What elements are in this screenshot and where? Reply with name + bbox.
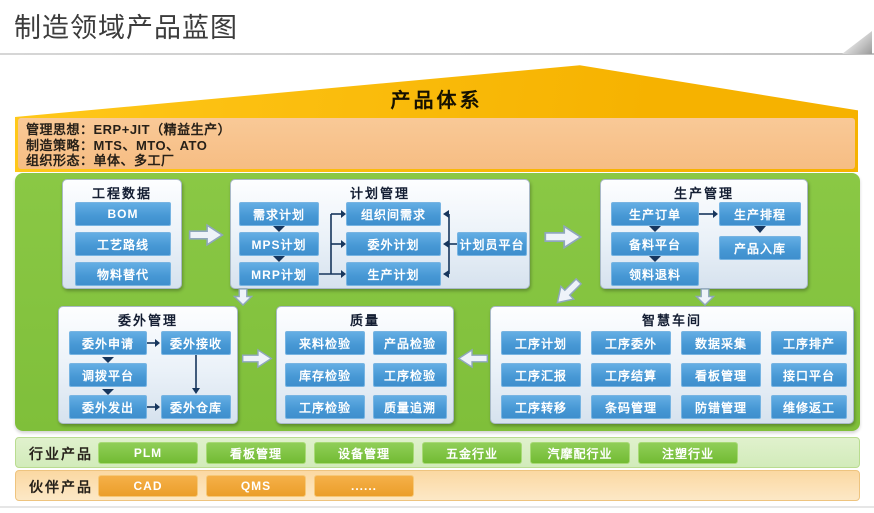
module-chip: BOM [75, 202, 171, 226]
module-chip: 生产计划 [346, 262, 441, 286]
module-chip: 委外接收 [161, 331, 231, 355]
module-chip: 数据采集 [681, 331, 761, 355]
module-chip: 工序检验 [285, 395, 365, 419]
module-chip: 委外申请 [69, 331, 147, 355]
arrow-down-icon [232, 287, 254, 306]
industry-products-items: PLM 看板管理 设备管理 五金行业 汽摩配行业 注塑行业 [98, 442, 738, 464]
module-chip: 质量追溯 [373, 395, 447, 419]
module-chip: 工序检验 [373, 363, 447, 387]
module-chip: 看板管理 [681, 363, 761, 387]
module-chip: 计划员平台 [457, 232, 527, 256]
module-chip: 物料替代 [75, 262, 171, 286]
partner-products-band: 伙伴产品 CAD QMS ...... [15, 470, 860, 501]
module-chip: 工序结算 [591, 363, 671, 387]
module-chip: 条码管理 [591, 395, 671, 419]
partner-products-label: 伙伴产品 [29, 478, 93, 495]
industry-pill: 设备管理 [314, 442, 414, 464]
module-chip: 领料退料 [611, 262, 699, 286]
module-chip: 维修返工 [771, 395, 847, 419]
industry-pill: 看板管理 [206, 442, 306, 464]
module-title: 质量 [349, 313, 380, 328]
partner-pill: ...... [314, 475, 414, 497]
page-curl-ornament [842, 31, 872, 54]
module-chip: 库存检验 [285, 363, 365, 387]
industry-pill: 五金行业 [422, 442, 522, 464]
industry-pill: 汽摩配行业 [530, 442, 630, 464]
module-chip: 委外计划 [346, 232, 441, 256]
module-chip: 需求计划 [239, 202, 319, 226]
strategy-line-organization: 组织形态：单体、多工厂 [26, 153, 175, 168]
partner-pill: CAD [98, 475, 198, 497]
arrow-down-left-icon [547, 271, 588, 312]
partner-products-items: CAD QMS ...... [98, 475, 414, 497]
module-production: 生产管理 生产订单 备料平台 领料退料 生产排程 产品入库 [600, 179, 808, 289]
module-chip: 生产订单 [611, 202, 699, 226]
module-chip: 接口平台 [771, 363, 847, 387]
module-chip: 产品检验 [373, 331, 447, 355]
slide-bottom-edge [0, 506, 874, 508]
module-chip: 备料平台 [611, 232, 699, 256]
module-chip: 委外发出 [69, 395, 147, 419]
arrow-right-icon [538, 224, 588, 250]
arrow-right-icon [186, 223, 226, 247]
arrow-right-icon [240, 348, 274, 369]
module-chip: 调拨平台 [69, 363, 147, 387]
module-outsourcing: 委外管理 委外申请 调拨平台 委外发出 委外接收 委外仓库 [58, 306, 238, 424]
module-chip: 工艺路线 [75, 232, 171, 256]
industry-pill: PLM [98, 442, 198, 464]
module-chip: MPS计划 [239, 232, 319, 256]
partner-pill: QMS [206, 475, 306, 497]
module-title: 计划管理 [349, 186, 410, 201]
module-chip: 工序计划 [501, 331, 581, 355]
industry-products-label: 行业产品 [29, 445, 93, 462]
strategy-line-manufacturing: 制造策略：MTS、MTO、ATO [26, 137, 208, 153]
module-title: 生产管理 [673, 186, 734, 201]
arrow-down-icon [694, 287, 716, 306]
page-title: 制造领域产品蓝图 [14, 13, 238, 43]
module-chip: MRP计划 [239, 262, 319, 286]
module-chip: 工序委外 [591, 331, 671, 355]
module-title: 智慧车间 [641, 313, 702, 328]
module-title: 委外管理 [117, 313, 178, 328]
title-divider [0, 53, 874, 55]
module-chip: 产品入库 [719, 236, 801, 260]
industry-pill: 注塑行业 [638, 442, 738, 464]
module-chip: 来料检验 [285, 331, 365, 355]
module-engineering-data: 工程数据 BOM 工艺路线 物料替代 [62, 179, 182, 289]
industry-products-band: 行业产品 PLM 看板管理 设备管理 五金行业 汽摩配行业 注塑行业 [15, 437, 860, 468]
module-chip: 工序汇报 [501, 363, 581, 387]
arrow-left-icon [456, 348, 490, 369]
module-quality: 质量 来料检验 库存检验 工序检验 产品检验 工序检验 质量追溯 [276, 306, 454, 424]
module-chip: 工序排产 [771, 331, 847, 355]
module-chip: 防错管理 [681, 395, 761, 419]
module-chip: 生产排程 [719, 202, 801, 226]
module-chip: 工序转移 [501, 395, 581, 419]
module-title: 工程数据 [91, 186, 152, 201]
module-planning: 计划管理 需求计划 MPS计划 MRP计划 组织间需求 委外计划 生产计划 计划… [230, 179, 530, 289]
strategy-band: 管理思想：ERP+JIT（精益生产） 制造策略：MTS、MTO、ATO 组织形态… [18, 118, 855, 169]
module-smart-workshop: 智慧车间 工序计划 工序委外 数据采集 工序排产 工序汇报 工序结算 看板管理 … [490, 306, 854, 424]
module-chip: 组织间需求 [346, 202, 441, 226]
roof-label: 产品体系 [390, 90, 483, 112]
module-chip: 委外仓库 [161, 395, 231, 419]
strategy-line-management: 管理思想：ERP+JIT（精益生产） [26, 122, 232, 137]
